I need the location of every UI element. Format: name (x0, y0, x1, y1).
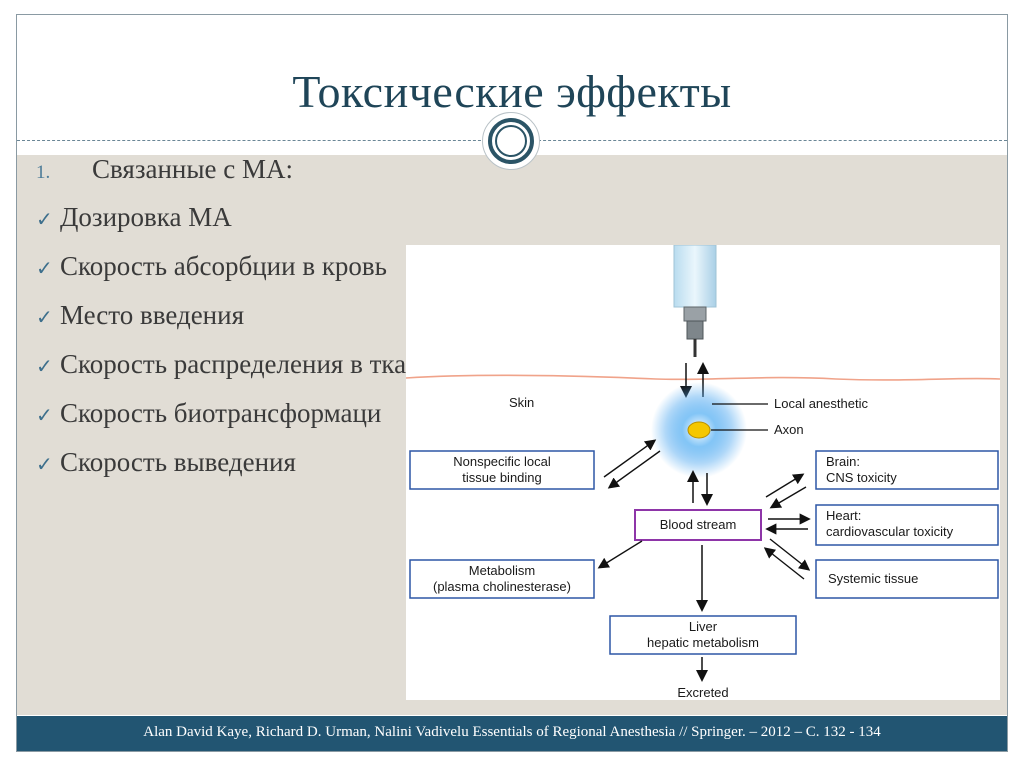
bullet-item: ✓ Скорость биотрансформаци (36, 398, 381, 429)
bullet-item: ✓ Скорость распределения в тканях (36, 349, 446, 380)
axon-label: Axon (774, 422, 804, 437)
bullet-text: Дозировка МА (60, 202, 232, 232)
arrow-icon (765, 473, 805, 498)
brain-box (815, 450, 999, 490)
liver-line2: hepatic metabolism (647, 635, 759, 650)
blood-stream-box (634, 509, 762, 541)
circle-ornament-icon (482, 112, 540, 170)
bullet-text: Скорость распределения в тканях (60, 349, 447, 379)
metabolism-line1: Metabolism (469, 563, 535, 578)
brain-line1: Brain: (826, 454, 860, 469)
arrow-icon (763, 547, 805, 580)
footer-bar: Alan David Kaye, Richard D. Urman, Nalin… (17, 716, 1007, 751)
nonspecific-line1: Nonspecific local (453, 454, 551, 469)
liver-line1: Liver (689, 619, 718, 634)
bullet-text: Скорость абсорбции в кровь (60, 251, 387, 281)
arrow-icon (603, 439, 657, 478)
check-icon: ✓ (36, 405, 53, 427)
list-numbered-text: Связанные с МА: (92, 154, 293, 184)
metabolism-box (409, 559, 595, 599)
check-icon: ✓ (36, 356, 53, 378)
bullet-text: Скорость выведения (60, 447, 296, 477)
bullet-item: ✓ Скорость абсорбции в кровь (36, 251, 387, 282)
excreted-label: Excreted (677, 685, 728, 700)
heart-line2: cardiovascular toxicity (826, 524, 954, 539)
list-number: 1. (36, 162, 51, 183)
skin-label: Skin (509, 395, 534, 410)
check-icon: ✓ (36, 454, 53, 476)
metabolism-line2: (plasma cholinesterase) (433, 579, 571, 594)
diagram-svg: Skin Local anesthetic Axon Nonspecific l… (406, 245, 1000, 700)
systemic-label: Systemic tissue (828, 571, 918, 586)
bullet-item: ✓ Место введения (36, 300, 244, 331)
footer-citation: Alan David Kaye, Richard D. Urman, Nalin… (143, 724, 881, 740)
arrow-icon (607, 450, 661, 489)
arrow-icon (769, 538, 811, 571)
heart-box (815, 504, 999, 546)
bullet-item: ✓ Скорость выведения (36, 447, 296, 478)
slide-title: Токсические эффекты (292, 66, 732, 117)
bullet-item: ✓ Дозировка МА (36, 202, 232, 233)
bullet-text: Скорость биотрансформаци (60, 398, 382, 428)
bullet-text: Место введения (60, 300, 244, 330)
list-numbered-item: 1. Связанные с МА: (36, 154, 293, 185)
nonspecific-binding-box (409, 450, 595, 490)
ornament-outer-ring (488, 118, 534, 164)
nonspecific-line2: tissue binding (462, 470, 542, 485)
systemic-tissue-box (815, 559, 999, 599)
arrow-icon (597, 540, 643, 569)
pharmacokinetics-diagram: Skin Local anesthetic Axon Nonspecific l… (406, 245, 1000, 700)
heart-line1: Heart: (826, 508, 861, 523)
brain-line2: CNS toxicity (826, 470, 897, 485)
skin-line (406, 374, 1000, 381)
arrow-icon (769, 486, 807, 509)
check-icon: ✓ (36, 258, 53, 280)
liver-box (609, 615, 797, 655)
syringe-icon (673, 245, 717, 357)
axon-icon (687, 421, 711, 439)
ornament-inner-ring (495, 125, 527, 157)
check-icon: ✓ (36, 307, 53, 329)
local-anesthetic-label: Local anesthetic (774, 396, 868, 411)
check-icon: ✓ (36, 209, 53, 231)
blood-stream-label: Blood stream (660, 517, 737, 532)
